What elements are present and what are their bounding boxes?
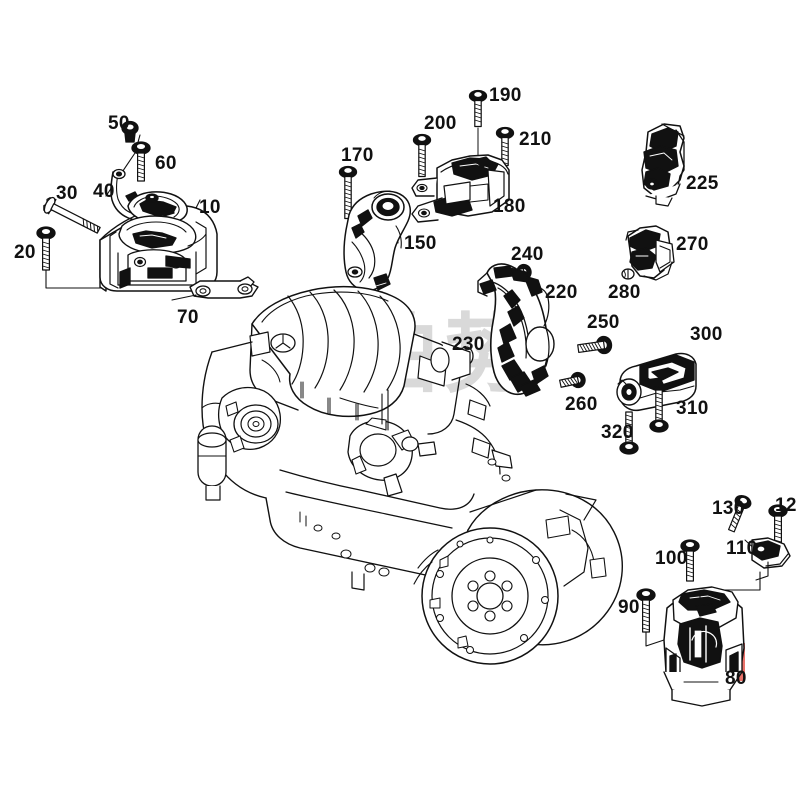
callout-label-70: 70 <box>177 307 199 328</box>
callout-label-40: 40 <box>93 181 115 202</box>
callout-label-50: 50 <box>108 113 130 134</box>
callout-label-150: 150 <box>404 233 437 254</box>
callout-label-60: 60 <box>155 153 177 174</box>
callout-label-320: 320 <box>601 422 634 443</box>
callout-label-200: 200 <box>424 113 457 134</box>
callout-label-20: 20 <box>14 242 36 263</box>
callout-label-260: 260 <box>565 394 598 415</box>
callout-label-300: 300 <box>690 324 723 345</box>
callout-label-210: 210 <box>519 129 552 150</box>
callout-label-170: 170 <box>341 145 374 166</box>
callout-label-130: 130 <box>712 498 745 519</box>
callout-label-80: 80 <box>725 668 747 689</box>
callout-label-230: 230 <box>452 334 485 355</box>
callout-label-310: 310 <box>676 398 709 419</box>
callout-label-120: 12 <box>775 495 797 516</box>
callout-label-110: 110 <box>726 538 758 559</box>
callout-label-280: 280 <box>608 282 641 303</box>
callout-label-225: 225 <box>686 173 719 194</box>
callout-label-100: 100 <box>655 548 688 569</box>
callout-label-180: 180 <box>493 196 526 217</box>
callout-label-250: 250 <box>587 312 620 333</box>
callout-label-10: 10 <box>199 197 221 218</box>
callout-label-30: 30 <box>56 183 78 204</box>
callout-label-90: 90 <box>618 597 640 618</box>
callout-label-270: 270 <box>676 234 709 255</box>
callout-label-240: 240 <box>511 244 544 265</box>
callout-label-190: 190 <box>489 85 522 106</box>
callout-label-220: 220 <box>545 282 578 303</box>
